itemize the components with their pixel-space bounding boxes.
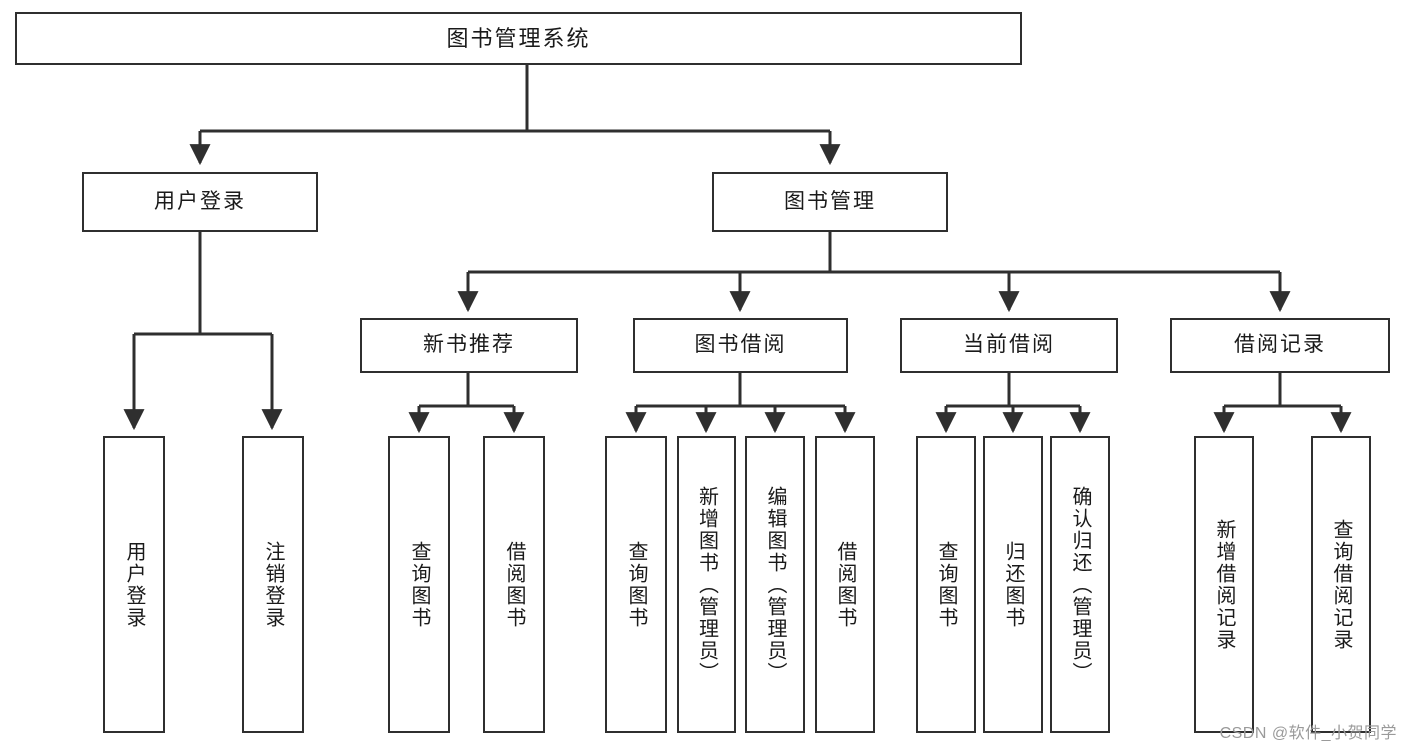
leaf-user-login-label: 用户登录 xyxy=(123,540,145,629)
leaf-query-book-current-label: 查询图书 xyxy=(935,540,957,629)
leaf-edit-book-admin-label: 编辑图书（管理员） xyxy=(764,485,786,684)
node-root-label: 图书管理系统 xyxy=(446,25,591,51)
node-book-management-label: 图书管理 xyxy=(784,189,876,213)
node-user-login-label: 用户登录 xyxy=(154,189,246,213)
leaf-return-book[interactable]: 归还图书 xyxy=(983,436,1043,733)
leaf-add-book-admin[interactable]: 新增图书（管理员） xyxy=(677,436,736,733)
leaf-logout[interactable]: 注销登录 xyxy=(242,436,304,733)
leaf-query-book-borrow[interactable]: 查询图书 xyxy=(605,436,667,733)
leaf-confirm-return-admin[interactable]: 确认归还（管理员） xyxy=(1050,436,1110,733)
leaf-query-book-borrow-label: 查询图书 xyxy=(625,540,647,629)
leaf-query-book-current[interactable]: 查询图书 xyxy=(916,436,976,733)
leaf-borrow-book-recommend-label: 借阅图书 xyxy=(503,540,525,629)
node-current-borrow-label: 当前借阅 xyxy=(963,333,1055,357)
leaf-add-borrow-record-label: 新增借阅记录 xyxy=(1213,518,1235,651)
leaf-borrow-book[interactable]: 借阅图书 xyxy=(815,436,875,733)
leaf-query-book-recommend[interactable]: 查询图书 xyxy=(388,436,450,733)
csdn-watermark: CSDN @软件_小贺同学 xyxy=(1219,725,1397,742)
leaf-logout-label: 注销登录 xyxy=(262,540,284,629)
leaf-query-borrow-record[interactable]: 查询借阅记录 xyxy=(1311,436,1371,733)
leaf-return-book-label: 归还图书 xyxy=(1002,540,1024,629)
leaf-add-borrow-record[interactable]: 新增借阅记录 xyxy=(1194,436,1254,733)
leaf-add-book-admin-label: 新增图书（管理员） xyxy=(695,485,718,684)
node-new-book-recommend-label: 新书推荐 xyxy=(423,333,515,357)
leaf-user-login[interactable]: 用户登录 xyxy=(103,436,165,733)
node-borrow-record[interactable]: 借阅记录 xyxy=(1170,318,1390,373)
leaf-confirm-return-admin-label: 确认归还（管理员） xyxy=(1069,485,1091,684)
leaf-borrow-book-label: 借阅图书 xyxy=(834,540,856,629)
node-book-borrow[interactable]: 图书借阅 xyxy=(633,318,848,373)
leaf-edit-book-admin[interactable]: 编辑图书（管理员） xyxy=(745,436,805,733)
node-root[interactable]: 图书管理系统 xyxy=(15,12,1022,65)
node-book-management[interactable]: 图书管理 xyxy=(712,172,948,232)
leaf-query-borrow-record-label: 查询借阅记录 xyxy=(1330,518,1352,651)
node-borrow-record-label: 借阅记录 xyxy=(1234,333,1326,357)
node-book-borrow-label: 图书借阅 xyxy=(694,333,787,357)
leaf-borrow-book-recommend[interactable]: 借阅图书 xyxy=(483,436,545,733)
node-new-book-recommend[interactable]: 新书推荐 xyxy=(360,318,578,373)
node-current-borrow[interactable]: 当前借阅 xyxy=(900,318,1118,373)
node-user-login[interactable]: 用户登录 xyxy=(82,172,318,232)
leaf-query-book-recommend-label: 查询图书 xyxy=(408,540,430,629)
